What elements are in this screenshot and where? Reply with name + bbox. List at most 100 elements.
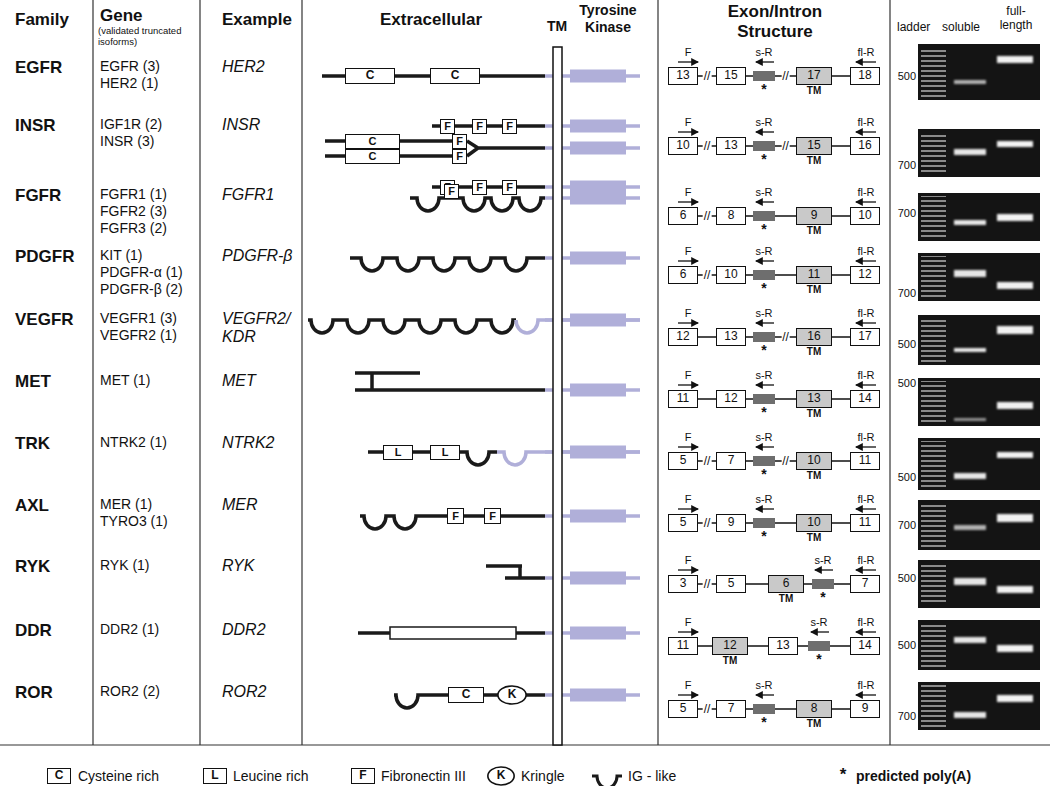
gel-band <box>997 282 1033 289</box>
label-box: DDR2 <box>222 621 300 639</box>
label-box: INSR <box>15 116 56 136</box>
exon-box: 10TM <box>796 452 832 470</box>
label-box: s-R <box>749 245 779 258</box>
intron-line <box>832 336 850 338</box>
node-label: 17 <box>858 330 871 343</box>
break-mark-text: // <box>782 330 789 344</box>
legend-item: predicted poly(A) <box>856 768 971 784</box>
gel-band <box>997 141 1033 147</box>
text-label: * <box>761 466 766 482</box>
node-label: 17 <box>807 69 820 82</box>
exon-box: 14 <box>850 637 880 655</box>
primer-arrow <box>756 694 774 695</box>
label-box: fl-R <box>851 616 881 629</box>
intron-line <box>746 583 768 585</box>
label-box: ROR <box>15 683 53 703</box>
truncated-exon <box>753 456 775 466</box>
break-mark: // <box>703 703 712 715</box>
text-label: * <box>761 151 766 167</box>
label-box: 700 <box>874 286 916 300</box>
break-mark-text: // <box>704 69 711 83</box>
text-label: DDR2 <box>222 621 266 638</box>
exon-box: 16 <box>850 137 880 155</box>
node-label: 5 <box>680 702 687 715</box>
gel <box>918 253 1040 301</box>
exon-box: 13 <box>768 637 798 655</box>
text-label: AXL <box>15 496 49 515</box>
legend-text: Fibronectin III <box>381 768 466 784</box>
node-label: C <box>451 69 460 82</box>
text-label: fl-R <box>857 186 874 198</box>
text-label: * <box>761 714 766 730</box>
exon-box: 16TM <box>796 328 832 346</box>
text-label: PDGFR-β <box>222 247 292 264</box>
kinase-domain <box>570 510 626 523</box>
text-label: RYK <box>222 557 254 574</box>
label-box: full-length <box>990 4 1042 32</box>
break-mark-text: // <box>782 69 789 83</box>
node-label: 8 <box>728 209 735 222</box>
label-box: KIT (1) <box>100 247 143 264</box>
gel-band <box>997 645 1033 652</box>
label-box: DDR2 (1) <box>100 621 159 638</box>
text-label: VEGFR2/ KDR <box>222 310 290 345</box>
ladder-lane <box>921 503 946 547</box>
text-label: FGFR1 <box>222 186 274 203</box>
node-label: 10 <box>807 516 820 529</box>
text-label: s-R <box>755 369 772 381</box>
text-label: 500 <box>898 338 916 350</box>
text-label: PDGFR-β (2) <box>100 281 183 297</box>
label-box: DDR <box>15 621 52 641</box>
node-label: 15 <box>807 139 820 152</box>
text-label: full-length <box>1000 4 1033 32</box>
primer-arrow <box>678 694 698 695</box>
label-box: RYK <box>15 557 50 577</box>
text-label: FGFR <box>15 186 61 205</box>
label-box: * <box>753 405 775 419</box>
kringle-outline <box>488 767 514 785</box>
node-label: 15 <box>724 69 737 82</box>
kinase-domain <box>570 627 626 640</box>
text-label: s-R <box>755 245 772 257</box>
text-label: F <box>685 369 692 381</box>
intron-line <box>832 145 850 147</box>
gel <box>918 500 1040 550</box>
text-label: s-R <box>755 186 772 198</box>
tm-label: TM <box>807 470 821 482</box>
gel <box>918 44 1040 100</box>
text-label: s-R <box>755 116 772 128</box>
text-label: F <box>685 679 692 691</box>
text-label: 500 <box>898 377 916 389</box>
label-box: fl-R <box>851 431 881 444</box>
break-mark: // <box>703 578 712 590</box>
ladder-lane <box>921 318 946 362</box>
exon-box: 7 <box>850 575 880 593</box>
text-label: s-R <box>755 46 772 58</box>
text-label: (validated truncated isoforms) <box>98 25 181 47</box>
label-box: F <box>677 369 699 382</box>
exon-box: 13TM <box>796 390 832 408</box>
ladder-lane <box>921 132 946 174</box>
text-label: MET <box>222 372 256 389</box>
text-label: INSR <box>222 116 260 133</box>
label-box: 500 <box>874 470 916 484</box>
domain-box: F <box>472 180 487 195</box>
exon-box: 3 <box>668 575 698 593</box>
text-label: s-R <box>814 554 831 566</box>
exon-box: 5 <box>668 452 698 470</box>
intron-line <box>832 75 850 77</box>
truncated-exon <box>753 71 775 81</box>
exon-box: 12TM <box>712 637 748 655</box>
gel-band <box>954 80 986 84</box>
label-box: VEGFR1 (3) <box>100 310 177 327</box>
exon-box: 10TM <box>796 514 832 532</box>
domain-box: C <box>430 68 480 84</box>
intron-line <box>832 460 850 462</box>
primer-arrow <box>678 631 698 632</box>
node-label: F <box>452 510 459 522</box>
exon-box: 6TM <box>768 575 804 593</box>
text-label: Family <box>15 10 69 29</box>
intron-line <box>748 645 768 647</box>
node-label: C <box>366 69 375 82</box>
text-label: TRK <box>15 434 50 453</box>
